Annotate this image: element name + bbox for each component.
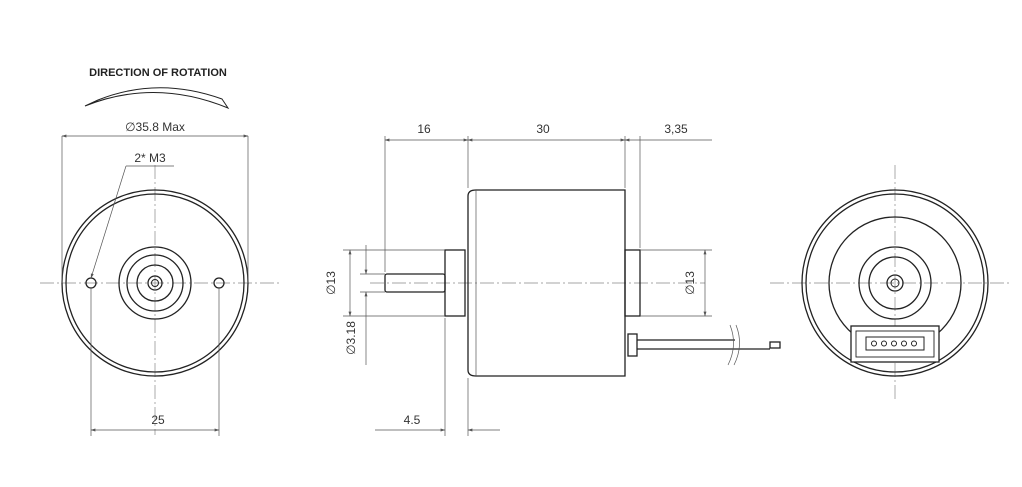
- shaft-circle: [147, 275, 163, 291]
- shaft-length-label: 16: [417, 122, 431, 136]
- flange-offset-label: 4.5: [404, 413, 421, 427]
- rear-boss-length-label: 3,35: [664, 122, 688, 136]
- motor-body: [467, 189, 626, 377]
- front-boss-diameter-label: ∅13: [324, 271, 338, 295]
- front-boss: [444, 249, 466, 317]
- shaft-diameter-label: ∅3.18: [344, 321, 358, 355]
- front-view: ∅35.8 Max 2* M3 25: [40, 120, 280, 436]
- rear-housing-outer: [801, 189, 989, 377]
- body-length-label: 30: [536, 122, 550, 136]
- mount-thread-label: 2* M3: [134, 151, 166, 165]
- rear-boss-diameter-label: ∅13: [683, 271, 697, 295]
- rear-boss: [624, 249, 641, 317]
- rotation-arrow-icon: [84, 87, 230, 110]
- rear-view: [770, 165, 1010, 400]
- rotation-indicator: DIRECTION OF ROTATION: [84, 67, 230, 110]
- side-view: 16 30 3,35 ∅13 ∅3.18 ∅13 4.5: [324, 122, 781, 436]
- bolt-spacing-label: 25: [151, 413, 165, 427]
- front-diameter-label: ∅35.8 Max: [125, 120, 185, 134]
- direction-of-rotation-label: DIRECTION OF ROTATION: [89, 67, 227, 79]
